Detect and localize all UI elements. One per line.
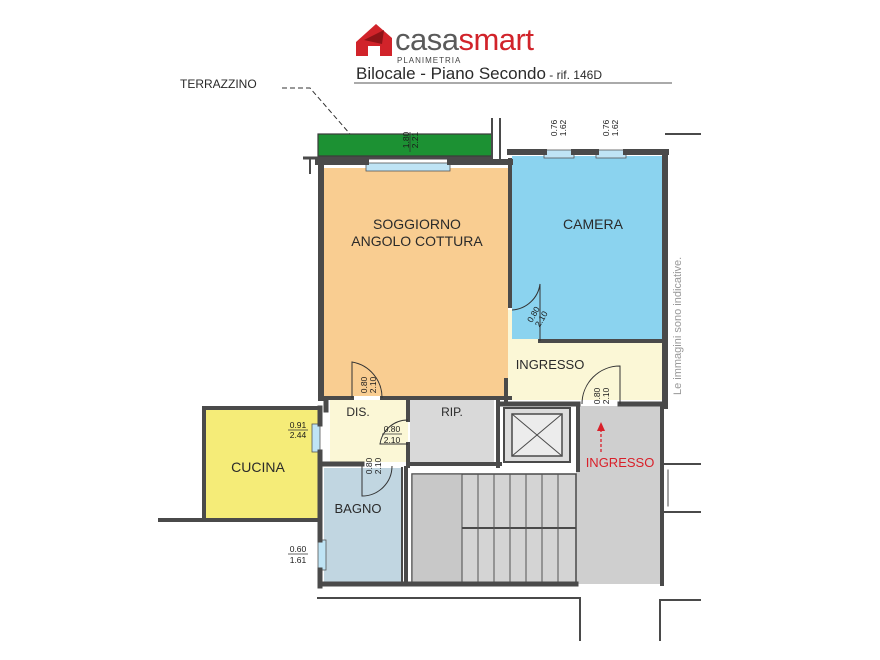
bath-door-swing [361, 465, 393, 497]
storage-room [410, 400, 494, 462]
dim-bath-window: 0.60 1.61 [288, 544, 308, 565]
hall-label: INGRESSO [516, 357, 585, 372]
svg-text:1.80: 1.80 [401, 131, 411, 148]
dim-dis-door: 0.80 2.10 [382, 424, 402, 445]
svg-text:1.62: 1.62 [610, 119, 620, 136]
svg-text:2.10: 2.10 [373, 457, 383, 474]
svg-text:0.80: 0.80 [364, 457, 374, 474]
staircase [411, 473, 577, 585]
disclaimer-note: Le immagini sono indicative. [672, 256, 684, 395]
svg-text:2.44: 2.44 [290, 430, 307, 440]
brand-part-2: smart [458, 22, 534, 57]
svg-text:0.91: 0.91 [290, 420, 307, 430]
terrace-label: TERRAZZINO [180, 77, 257, 91]
bedroom-window-1 [543, 149, 575, 159]
svg-text:0.80: 0.80 [592, 387, 602, 404]
entrance-arrow [597, 422, 605, 452]
door-swings [351, 283, 621, 497]
entrance-label: INGRESSO [586, 455, 655, 470]
kitchen-label: CUCINA [231, 459, 285, 475]
bedroom-door-swing [511, 283, 541, 341]
svg-text:2.10: 2.10 [601, 387, 611, 404]
plan-title-main: Bilocale - Piano Secondo [356, 64, 546, 83]
svg-text:1.62: 1.62 [558, 119, 568, 136]
svg-text:0.80: 0.80 [359, 376, 369, 393]
bedroom-window-2 [595, 149, 627, 159]
dim-bedroom-window-2: 0.76 1.62 [601, 119, 620, 136]
bathroom-label: BAGNO [335, 501, 382, 516]
dis-door-swing [379, 419, 409, 445]
svg-text:0.76: 0.76 [601, 119, 611, 136]
dim-entrance-door: 0.80 2.10 [592, 387, 611, 404]
kitchen-window [311, 423, 321, 453]
closet-area [330, 400, 408, 462]
svg-text:0.76: 0.76 [549, 119, 559, 136]
bedroom-label: CAMERA [563, 216, 624, 232]
svg-text:1.61: 1.61 [290, 555, 307, 565]
terrace-leader-line [282, 87, 351, 135]
walls [158, 133, 701, 641]
dim-living-door: 0.80 2.10 [359, 376, 378, 393]
living-room [324, 168, 508, 396]
brand-part-1: casa [395, 22, 459, 57]
svg-text:2.10: 2.10 [368, 376, 378, 393]
hall [508, 310, 664, 400]
closet-label: DIS. [346, 405, 369, 419]
plan-reference: - rif. 146D [545, 68, 602, 82]
brand-subtitle: PLANIMETRIA [397, 56, 462, 65]
terrace-area [282, 87, 501, 174]
dim-terrace-door: 1.80 2.21 [401, 131, 420, 148]
landing-area [576, 406, 662, 584]
brand-logo-text: casasmart [395, 22, 534, 57]
terrace-window [365, 162, 451, 172]
entrance-door-swing [581, 365, 621, 405]
svg-text:0.80: 0.80 [384, 424, 401, 434]
living-room-label-2: ANGOLO COTTURA [351, 233, 483, 249]
storage-label: RIP. [441, 405, 463, 419]
bedroom [512, 156, 662, 339]
living-room-label-1: SOGGIORNO [373, 216, 461, 232]
dim-bedroom-window-1: 0.76 1.62 [549, 119, 568, 136]
svg-text:2.10: 2.10 [384, 435, 401, 445]
bathroom-window [317, 539, 327, 571]
bathroom [324, 468, 402, 582]
kitchen [206, 410, 318, 518]
svg-text:2.21: 2.21 [410, 131, 420, 148]
dim-bath-door: 0.80 2.10 [364, 457, 383, 474]
living-door-swing [351, 361, 383, 399]
elevator-shaft [503, 407, 571, 463]
red-house-arrow-logo-icon [356, 24, 392, 56]
dim-kitchen-window: 0.91 2.44 [288, 420, 308, 440]
plan-title: Bilocale - Piano Secondo - rif. 146D [356, 64, 602, 84]
svg-text:0.60: 0.60 [290, 544, 307, 554]
